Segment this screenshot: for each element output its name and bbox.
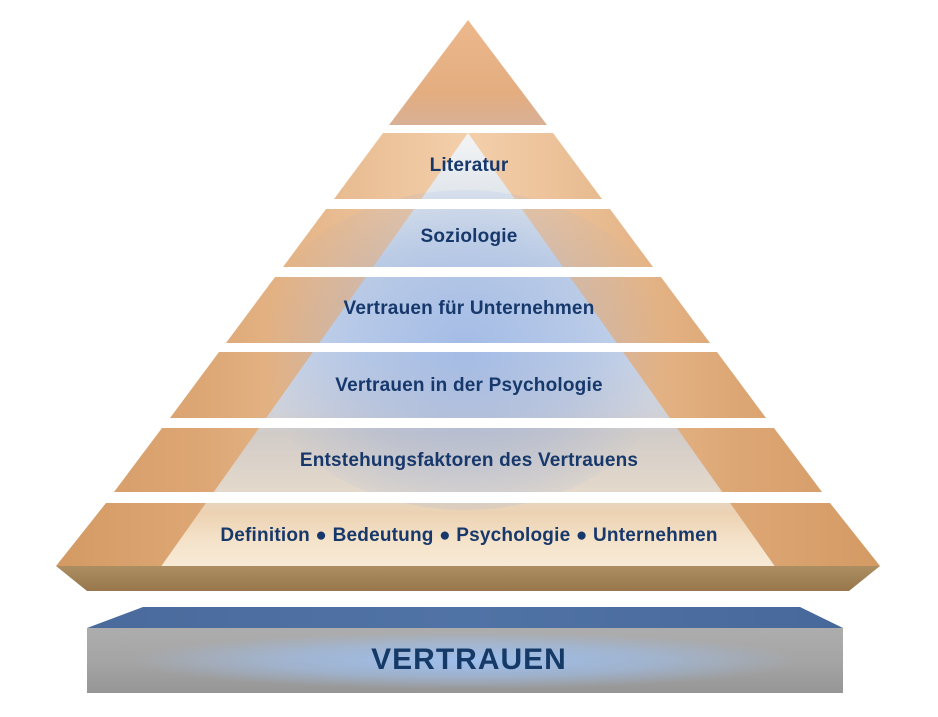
pyramid-base-bevel	[56, 566, 880, 591]
pyramid-bands	[56, 20, 880, 591]
base-top-face	[87, 607, 843, 628]
pyramid-apex	[389, 20, 547, 125]
base-block	[87, 607, 843, 693]
base-front-glow	[87, 628, 843, 693]
